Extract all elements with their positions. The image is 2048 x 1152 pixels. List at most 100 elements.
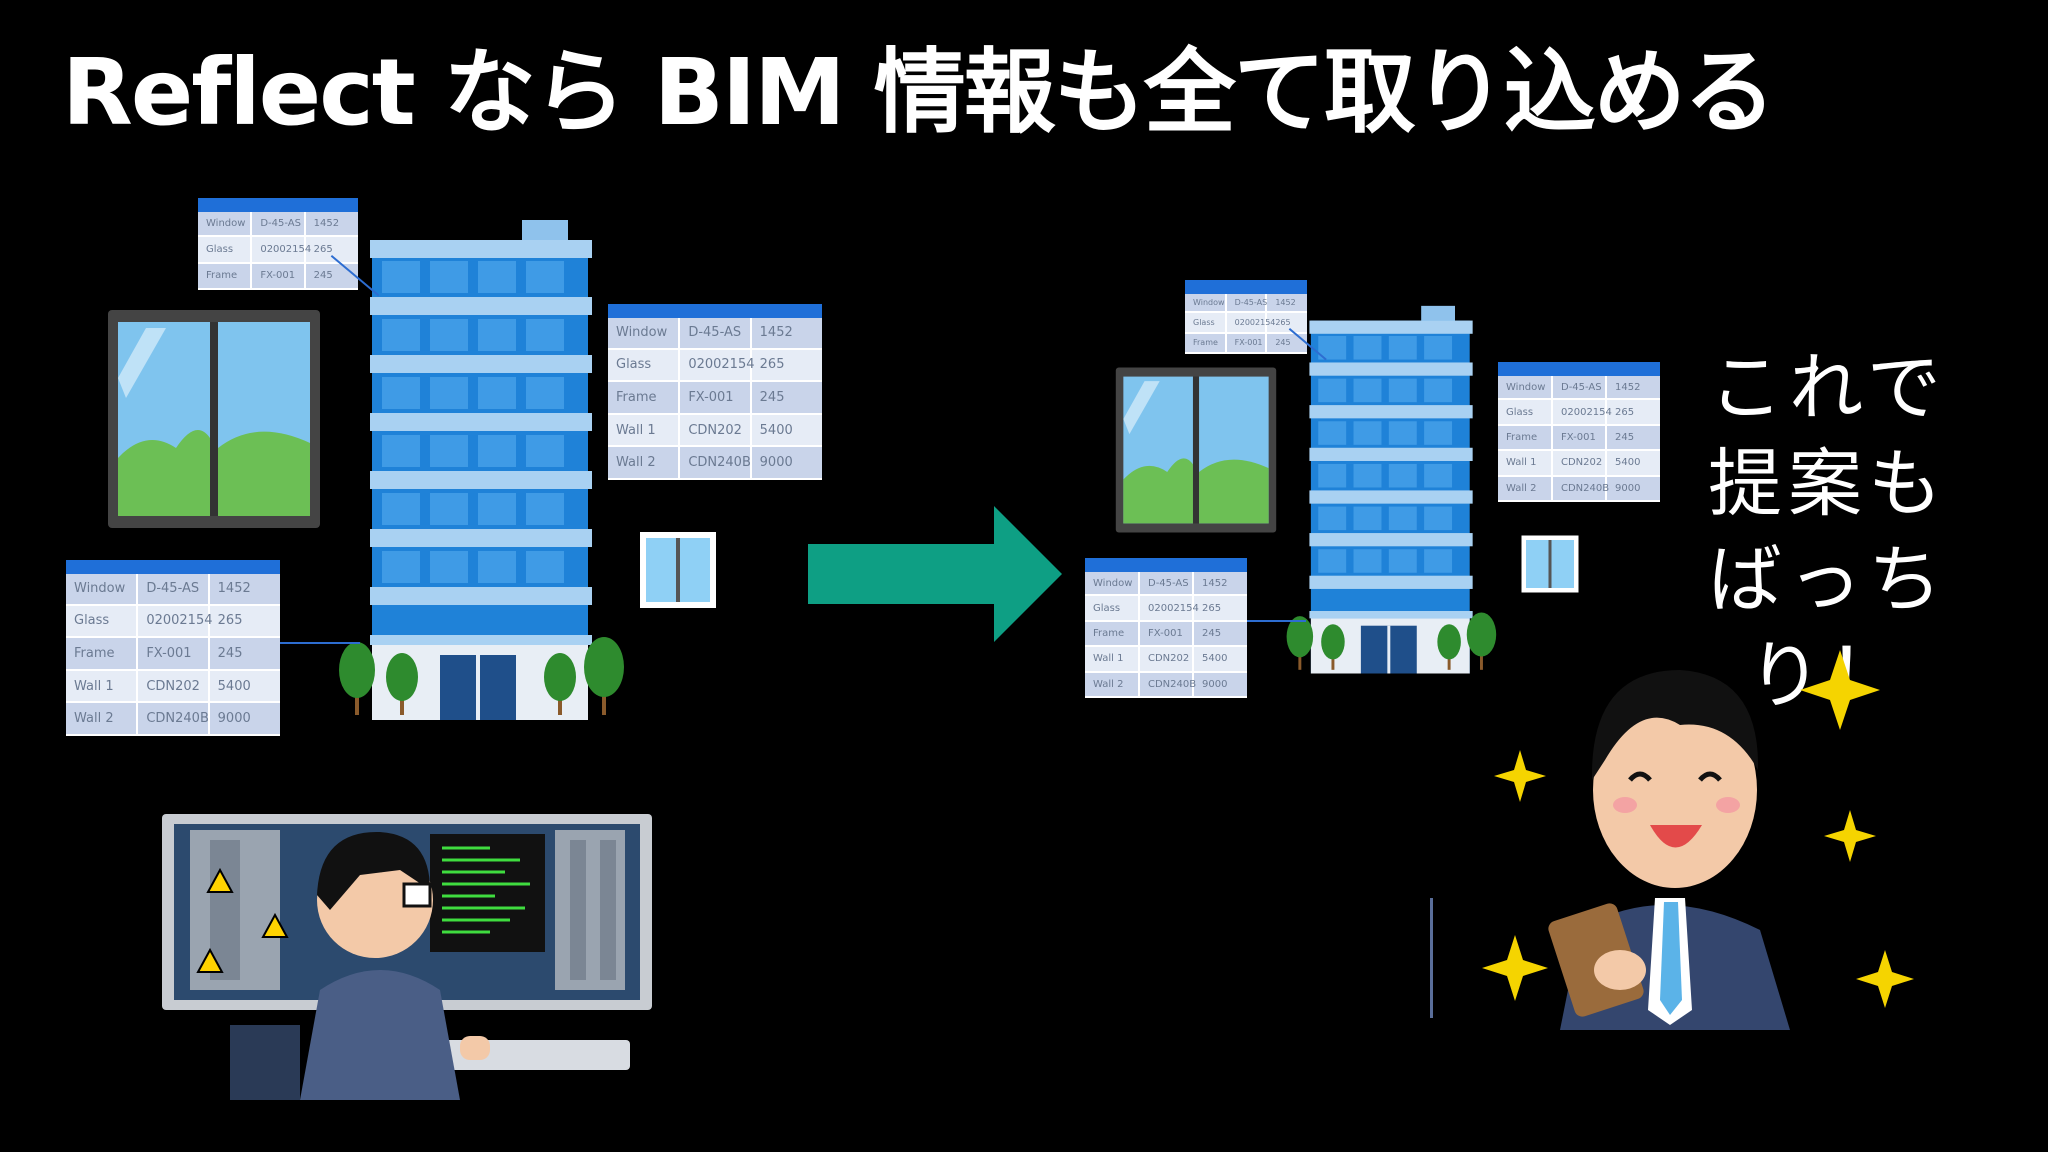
- cell: Window: [1498, 376, 1552, 401]
- cell: 02002154: [1224, 312, 1275, 334]
- cell: FX-001: [250, 262, 305, 291]
- sparkle-icon: [1824, 810, 1876, 862]
- cell: D-45-AS: [678, 318, 751, 350]
- cell: 02002154: [678, 348, 755, 383]
- cell: 265: [207, 604, 280, 639]
- cell: FX-001: [1224, 332, 1267, 355]
- cell: Wall 1: [1498, 450, 1552, 477]
- cell: Window: [1185, 294, 1226, 314]
- speech-line: ばっちり！: [1708, 537, 1948, 719]
- cell: Wall 2: [66, 702, 138, 736]
- cell: Glass: [198, 236, 252, 264]
- cell: Glass: [1498, 399, 1552, 426]
- cell: 5400: [1192, 646, 1247, 673]
- cell: Glass: [1085, 595, 1139, 622]
- cell: 265: [1265, 312, 1307, 334]
- cell: Frame: [1498, 424, 1552, 452]
- cell: 245: [303, 262, 358, 291]
- cell: Glass: [608, 348, 680, 383]
- cell: Glass: [66, 604, 138, 639]
- cell: 02002154: [136, 604, 213, 639]
- cell: 245: [1605, 424, 1660, 452]
- cell: FX-001: [1551, 424, 1606, 452]
- cell: 1452: [1192, 572, 1247, 597]
- cell: D-45-AS: [1551, 376, 1606, 401]
- cell: CDN202: [1138, 646, 1193, 673]
- cell: Frame: [198, 262, 252, 291]
- cell: 265: [303, 236, 358, 264]
- cell: Window: [1085, 572, 1139, 597]
- cell: 9000: [1192, 671, 1247, 699]
- speech-line: 提案も: [1708, 441, 1948, 527]
- connector-line: [280, 642, 360, 644]
- cell: D-45-AS: [136, 574, 209, 606]
- cell: CDN240B: [1551, 475, 1609, 503]
- cell: Window: [198, 212, 252, 238]
- cell: 02002154: [1138, 595, 1199, 622]
- cell: 9000: [207, 702, 280, 736]
- cell: 1452: [303, 212, 358, 238]
- cell: 5400: [749, 413, 822, 448]
- cell: Wall 1: [608, 413, 680, 448]
- cell: 1452: [1265, 294, 1307, 314]
- cell: 245: [1192, 620, 1247, 648]
- cell: 245: [207, 637, 280, 671]
- cell: 265: [749, 348, 822, 383]
- cell: Frame: [608, 381, 680, 415]
- cell: 1452: [749, 318, 822, 350]
- cell: 245: [1265, 332, 1307, 355]
- cell: Wall 2: [1085, 671, 1139, 699]
- cell: 5400: [1605, 450, 1660, 477]
- cell: Frame: [66, 637, 138, 671]
- sparkle-icon: [1800, 650, 1880, 730]
- office-building-icon: [339, 220, 624, 720]
- cell: Wall 2: [1498, 475, 1552, 503]
- sparkle-icon: [1494, 750, 1546, 802]
- cell: CDN240B: [136, 702, 209, 736]
- developer-at-computer-icon: [162, 814, 652, 1100]
- sliding-window-icon: [1115, 367, 1277, 533]
- sparkle-icon: [1856, 950, 1914, 1008]
- speech-line: これで: [1709, 345, 1947, 431]
- cell: FX-001: [1138, 620, 1193, 648]
- cell: 1452: [207, 574, 280, 606]
- cell: D-45-AS: [1138, 572, 1193, 597]
- cell: Frame: [1185, 332, 1226, 355]
- cell: D-45-AS: [1224, 294, 1267, 314]
- connector-line: [1246, 620, 1306, 622]
- cell: CDN240B: [1138, 671, 1196, 699]
- cell: FX-001: [678, 381, 751, 415]
- cell: 265: [1605, 399, 1660, 426]
- cell: CDN202: [136, 669, 209, 704]
- cell: 02002154: [1551, 399, 1612, 426]
- window-icon: [640, 532, 716, 608]
- cell: Wall 2: [608, 446, 680, 480]
- office-building-icon: [1286, 305, 1497, 674]
- cell: Glass: [1185, 312, 1226, 334]
- cell: CDN202: [678, 413, 751, 448]
- cell: FX-001: [136, 637, 209, 671]
- cell: 9000: [1605, 475, 1660, 503]
- cell: Wall 1: [1085, 646, 1139, 673]
- cell: 9000: [749, 446, 822, 480]
- cell: Window: [608, 318, 680, 350]
- cell: D-45-AS: [250, 212, 305, 238]
- cell: 02002154: [250, 236, 311, 264]
- happy-businessman-icon: [1430, 650, 1914, 1030]
- cell: 265: [1192, 595, 1247, 622]
- cell: Frame: [1085, 620, 1139, 648]
- right-arrow-icon: [808, 506, 1062, 642]
- cell: 1452: [1605, 376, 1660, 401]
